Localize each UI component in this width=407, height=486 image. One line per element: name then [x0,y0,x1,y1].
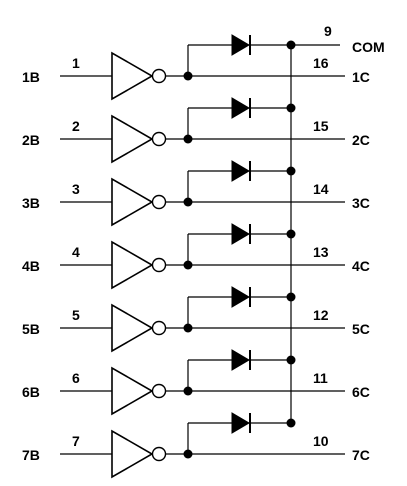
buffer-triangle [111,303,154,353]
buffer-triangle [111,114,154,164]
input-name-label: 3B [22,195,40,211]
output-pin-number: 15 [313,118,329,134]
com-junction-dot [286,229,296,239]
channel-5: 5B 5 12 5C [22,286,370,353]
com-junction-dot [286,292,296,302]
output-pin-number: 11 [313,370,328,386]
buffer-triangle [111,177,154,227]
com-label: COM [352,39,385,55]
inversion-bubble [151,131,167,147]
channel-3: 3B 3 14 3C [22,160,370,227]
output-name-label: 7C [352,447,370,463]
buffer-triangle [111,51,154,101]
output-pin-number: 14 [313,181,329,197]
input-pin-number: 2 [72,118,80,134]
output-name-label: 1C [352,69,370,85]
buffer-triangle [111,366,154,416]
clamp-diode [231,286,250,308]
channel-4: 4B 4 13 4C [22,223,370,290]
buffer-triangle [111,429,154,479]
input-name-label: 1B [22,69,40,85]
input-pin-number: 5 [72,307,80,323]
com-junction-dot [286,40,296,50]
output-name-label: 5C [352,321,370,337]
input-name-label: 5B [22,321,40,337]
inversion-bubble [151,194,167,210]
common-bus-group: 9 COM [290,23,385,421]
output-pin-number: 10 [313,433,329,449]
output-pin-number: 12 [313,307,329,323]
output-name-label: 4C [352,258,370,274]
channels-group: 1B 1 16 1C 2B 2 15 2C 3B 3 14 3C 4B 4 13 4C 5B 5 12 5C 6B 6 11… [22,34,370,479]
com-junction-dot [286,355,296,365]
channel-6: 6B 6 11 6C [22,349,370,416]
com-junction-dot [286,418,296,428]
clamp-diode [231,97,250,119]
com-pin-number: 9 [324,23,332,39]
com-junction-dot [286,166,296,176]
buffer-triangle [111,240,154,290]
output-pin-number: 13 [313,244,329,260]
inversion-bubble [151,257,167,273]
clamp-diode [231,160,250,182]
input-name-label: 2B [22,132,40,148]
clamp-diode [231,412,250,434]
com-junction-dot [286,103,296,113]
output-pin-number: 16 [313,55,329,71]
input-name-label: 6B [22,384,40,400]
output-name-label: 3C [352,195,370,211]
channel-1: 1B 1 16 1C [22,34,370,101]
clamp-diode [231,349,250,371]
input-pin-number: 1 [72,55,80,71]
inversion-bubble [151,68,167,84]
inversion-bubble [151,446,167,462]
clamp-diode [231,223,250,245]
output-name-label: 2C [352,132,370,148]
input-pin-number: 7 [72,433,80,449]
input-pin-number: 6 [72,370,80,386]
inversion-bubble [151,383,167,399]
input-pin-number: 4 [72,244,80,260]
input-name-label: 4B [22,258,40,274]
inversion-bubble [151,320,167,336]
channel-7: 7B 7 10 7C [22,412,370,479]
channel-2: 2B 2 15 2C [22,97,370,164]
output-name-label: 6C [352,384,370,400]
input-pin-number: 3 [72,181,80,197]
input-name-label: 7B [22,447,40,463]
clamp-diode [231,34,250,56]
